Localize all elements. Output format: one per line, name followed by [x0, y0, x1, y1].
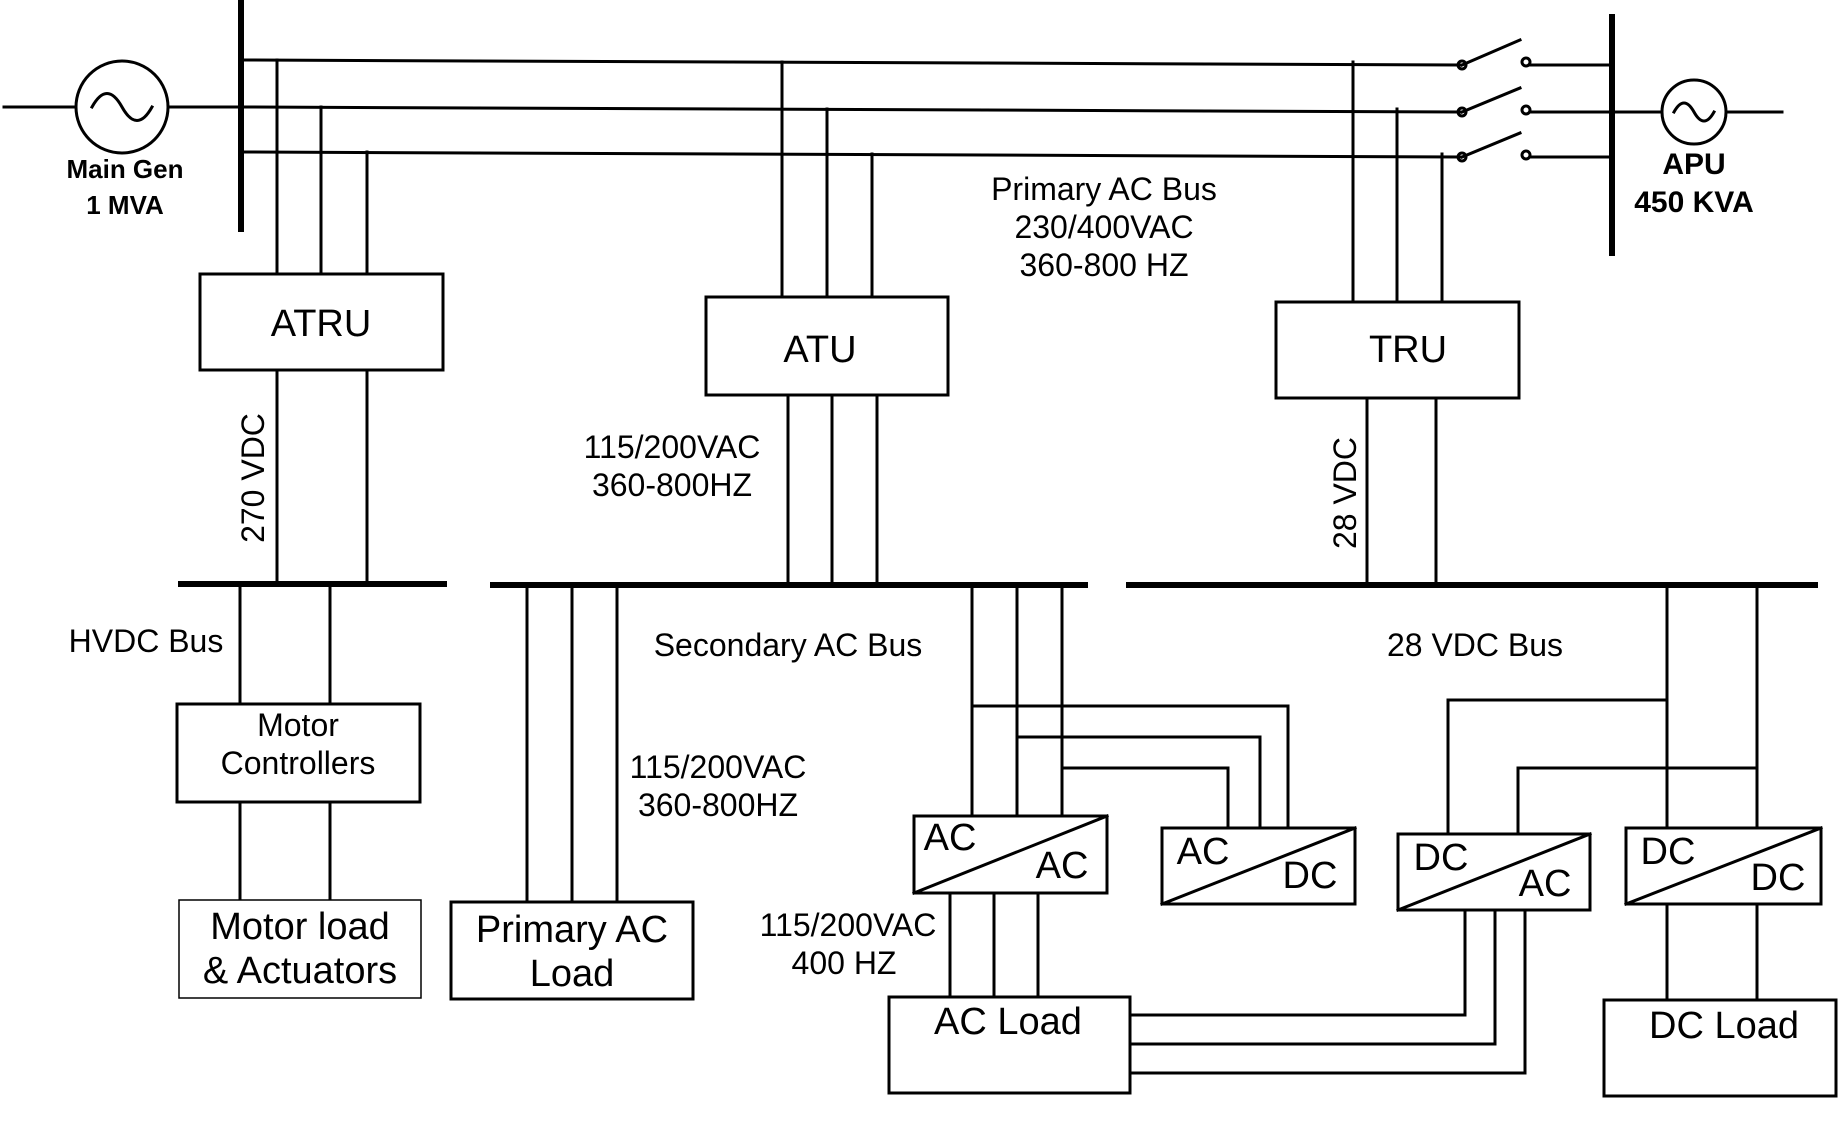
dc-dc-in-label: DC [1641, 831, 1696, 873]
main-gen-rating: 1 MVA [86, 190, 164, 220]
dc-ac-converter: DC AC [1396, 832, 1592, 912]
secondary-to-primary-load-lines [525, 583, 619, 904]
tru-output-label: 28 VDC [1327, 437, 1363, 549]
tru-output-lines [1365, 396, 1438, 586]
atu-box [704, 295, 950, 397]
motor-controllers-to-load [238, 800, 332, 902]
ac-ac-converter: AC AC [912, 814, 1109, 895]
motor-load-box [178, 899, 422, 999]
dc-dc-to-dc-load [1665, 902, 1759, 1002]
tru-label: TRU [1369, 329, 1447, 371]
motor-controllers-box [175, 702, 422, 804]
atru-box [198, 272, 445, 372]
dc-load-label: DC Load [1649, 1005, 1799, 1047]
atu-output-lines [786, 393, 879, 585]
primary-bus-frequency: 360-800 HZ [1020, 247, 1189, 283]
dc-ac-to-ac-load [1128, 908, 1527, 1075]
primary-load-feed-frequency: 360-800HZ [638, 787, 798, 823]
ac-ac-out-label: AC [1036, 845, 1089, 887]
apu-switches [1456, 38, 1614, 163]
atu-feeders [780, 60, 874, 299]
ac-dc-in-label: AC [1177, 831, 1230, 873]
dc-load-box [1602, 998, 1838, 1098]
atru-output-lines [275, 368, 369, 585]
atu-label: ATU [783, 329, 856, 371]
dc-dc-out-label: DC [1751, 857, 1806, 899]
dc-dc-converter: DC DC [1624, 826, 1823, 906]
dc28-bus-feeders [1446, 583, 1759, 838]
ac-ac-output-voltage: 115/200VAC [760, 907, 937, 943]
primary-load-feed-voltage: 115/200VAC [630, 749, 807, 785]
motor-load-line2: & Actuators [203, 950, 397, 992]
ac-dc-out-label: DC [1283, 855, 1338, 897]
ac-ac-output-frequency: 400 HZ [792, 945, 897, 981]
atu-output-frequency: 360-800HZ [592, 467, 752, 503]
tru-feeders [1351, 60, 1444, 304]
apu-generator: APU 450 KVA [1610, 78, 1784, 219]
dc-ac-in-label: DC [1414, 837, 1469, 879]
primary-bus-title: Primary AC Bus [991, 171, 1217, 207]
tru-box [1274, 300, 1521, 400]
dc28-bus-label: 28 VDC Bus [1387, 627, 1563, 663]
main-gen-name: Main Gen [66, 154, 183, 184]
primary-ac-bus-lines [239, 58, 1462, 159]
ac-load-box [887, 995, 1132, 1095]
atru-feeders [275, 58, 369, 276]
dc-ac-out-label: AC [1519, 863, 1572, 905]
ac-ac-to-ac-load [948, 891, 1040, 999]
main-generator: Main Gen 1 MVA [2, 59, 242, 220]
apu-rating: 450 KVA [1634, 186, 1754, 219]
primary-ac-load-line1: Primary AC [476, 909, 668, 951]
hvdc-to-motor-controllers [238, 582, 332, 706]
motor-load-line1: Motor load [210, 906, 390, 948]
ac-load-label: AC Load [934, 1001, 1082, 1043]
primary-ac-load-box [449, 900, 695, 1001]
atu-output-voltage: 115/200VAC [584, 429, 761, 465]
hvdc-bus-label: HVDC Bus [69, 623, 224, 659]
atru-output-label: 270 VDC [235, 413, 271, 543]
motor-controllers-line1: Motor [257, 707, 339, 743]
apu-name: APU [1662, 148, 1725, 181]
secondary-ac-bus-label: Secondary AC Bus [654, 627, 923, 663]
primary-ac-load-line2: Load [530, 953, 615, 995]
secondary-bus-feeders [970, 583, 1290, 830]
primary-bus-voltage: 230/400VAC [1014, 209, 1193, 245]
motor-controllers-line2: Controllers [221, 745, 376, 781]
ac-ac-in-label: AC [924, 817, 977, 859]
ac-dc-converter: AC DC [1160, 826, 1357, 906]
atru-label: ATRU [271, 303, 372, 345]
